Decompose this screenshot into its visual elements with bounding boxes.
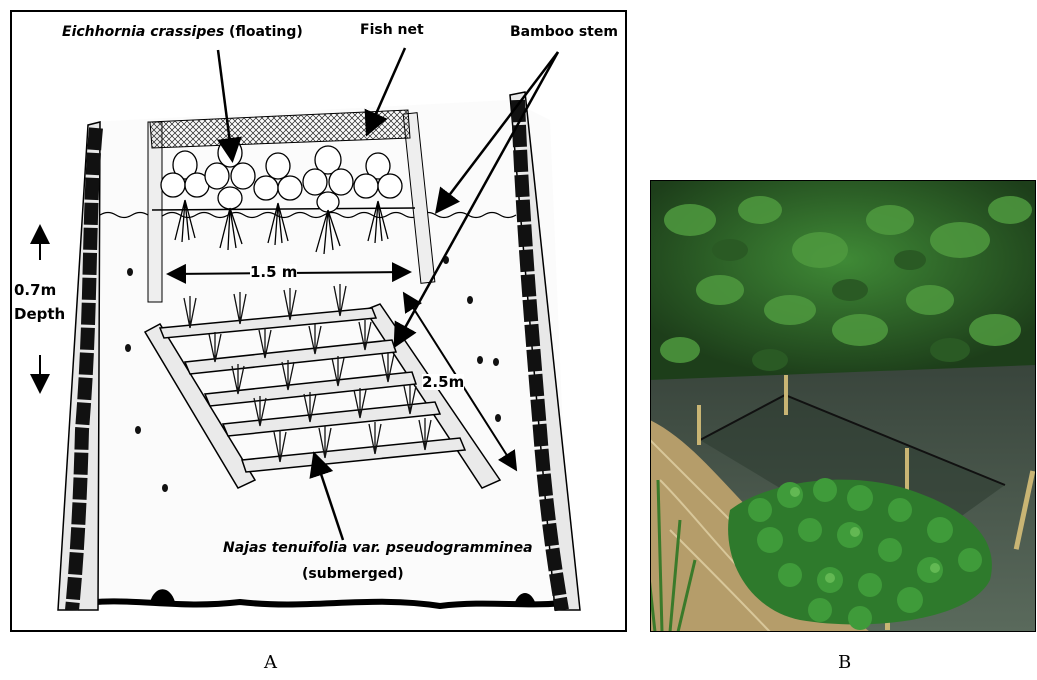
panel-a-sketch: Eichhornia crassipes (floating) Fish net… xyxy=(10,10,627,632)
depth-value-label: 0.7m xyxy=(14,282,56,298)
background-foliage xyxy=(650,180,1036,380)
eichhornia-name: Eichhornia crassipes xyxy=(62,24,224,40)
depth-word-label: Depth xyxy=(14,306,65,322)
eichhornia-label: Eichhornia crassipes (floating) xyxy=(62,24,303,40)
photo-svg xyxy=(650,180,1036,632)
najas-suffix-label: (submerged) xyxy=(302,566,404,582)
sketch-svg xyxy=(10,10,627,632)
najas-label: Najas tenuifolia var. pseudogramminea xyxy=(223,540,533,556)
length-label: 2.5m xyxy=(422,374,464,390)
bamboo-stem-label: Bamboo stem xyxy=(510,24,618,40)
eichhornia-suffix: (floating) xyxy=(224,24,303,40)
width-label: 1.5 m xyxy=(250,264,297,280)
panel-b-photo xyxy=(650,180,1036,632)
caption-b: B xyxy=(838,652,851,673)
caption-a: A xyxy=(264,652,277,673)
fish-net-label: Fish net xyxy=(360,22,424,38)
